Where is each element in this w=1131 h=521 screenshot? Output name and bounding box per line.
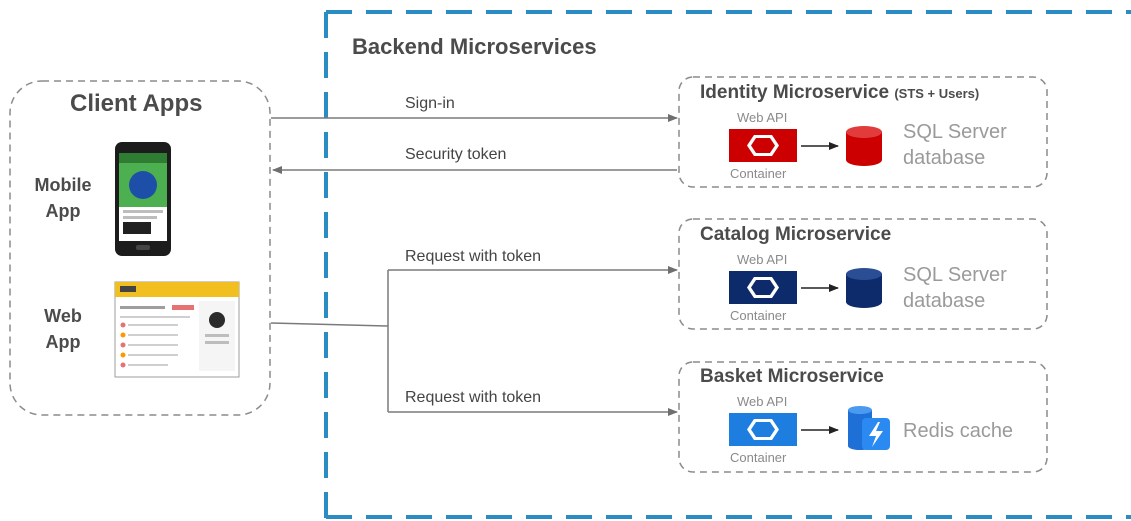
web-api-label: Web API [737, 394, 788, 409]
web-app-connector-line [270, 322, 389, 327]
backend-region [324, 10, 1131, 519]
identity-store-label: SQL Server database [903, 119, 1007, 171]
basket-service-name: Basket Microservice [700, 366, 884, 387]
request-basket-label: Request with token [405, 389, 542, 406]
web-app-label-line2: App [45, 332, 81, 352]
web-api-label: Web API [737, 110, 788, 125]
container-icon [729, 129, 797, 162]
web-app-label-line1: Web [44, 306, 82, 326]
container-icon [729, 413, 797, 446]
catalog-service-name: Catalog Microservice [700, 224, 892, 245]
catalog-store-line2: database [903, 290, 986, 312]
web-app-screenshot-icon [114, 281, 240, 378]
container-label: Container [730, 166, 787, 181]
identity-microservice-box [678, 76, 1048, 188]
database-icon [846, 126, 882, 166]
container-label: Container [730, 308, 787, 323]
catalog-store-label: SQL Server database [903, 262, 1007, 314]
basket-service-title: Basket Microservice [700, 366, 884, 388]
mobile-app-label-line2: App [45, 201, 81, 221]
database-icon [846, 268, 882, 308]
web-app-label: Web App [18, 303, 108, 355]
redis-cache-icon [848, 406, 890, 450]
web-api-label: Web API [737, 252, 788, 267]
catalog-microservice-box [678, 218, 1048, 330]
catalog-service-title: Catalog Microservice [700, 224, 891, 246]
basket-microservice-box [678, 361, 1048, 473]
identity-service-title: Identity Microservice (STS + Users) [700, 82, 979, 104]
identity-store-line1: SQL Server [903, 121, 1007, 143]
mobile-app-label: Mobile App [18, 172, 108, 224]
mobile-app-label-line1: Mobile [34, 175, 92, 195]
container-label: Container [730, 450, 787, 465]
identity-service-name: Identity Microservice [700, 82, 890, 103]
sign-in-label: Sign-in [405, 95, 455, 112]
container-icon [729, 271, 797, 304]
backend-title: Backend Microservices [352, 34, 597, 59]
identity-store-line2: database [903, 147, 986, 169]
mobile-phone-icon [115, 142, 171, 256]
security-token-label: Security token [405, 146, 507, 163]
client-apps-box [9, 80, 271, 416]
basket-store-label: Redis cache [903, 418, 1013, 444]
basket-store-line1: Redis cache [903, 420, 1014, 442]
catalog-store-line1: SQL Server [903, 264, 1007, 286]
client-apps-title: Client Apps [70, 90, 203, 117]
identity-service-suffix: (STS + Users) [894, 86, 980, 101]
request-catalog-label: Request with token [405, 248, 542, 265]
